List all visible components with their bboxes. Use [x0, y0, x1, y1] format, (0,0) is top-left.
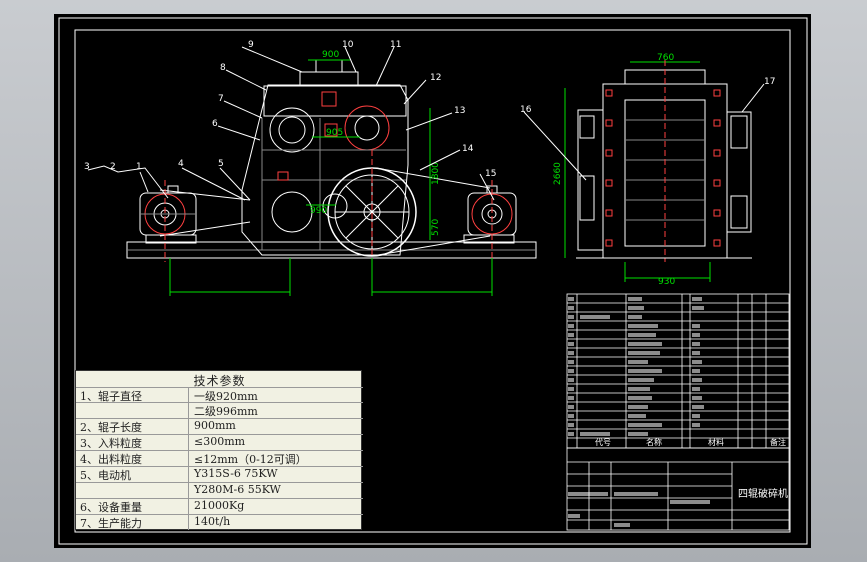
dim-900: 900	[322, 50, 339, 60]
param-value: 一级920mm	[194, 390, 258, 403]
balloon-11: 11	[390, 40, 401, 50]
param-row: 3、入料粒度 ≤300mm	[76, 434, 363, 450]
inner-border	[74, 29, 791, 533]
param-label: 7、生产能力	[80, 517, 142, 530]
param-row: 5、电动机 Y315S-6 75KW	[76, 466, 363, 482]
dimension-labels: 900 905 990 760 930 1800 570 2660	[310, 50, 675, 287]
balloon-17: 17	[764, 77, 775, 87]
technical-parameters-table: 技术参数 1、辊子直径 一级920mm 二级996mm 2、辊子长度 900mm…	[75, 370, 363, 530]
param-row: 2、辊子长度 900mm	[76, 418, 363, 434]
balloon-15: 15	[485, 169, 496, 179]
param-label: 3、入料粒度	[80, 437, 142, 450]
param-value: 140t/h	[194, 515, 231, 528]
dimension-lines	[169, 59, 711, 296]
side-view	[576, 60, 752, 262]
param-row: 4、出料粒度 ≤12mm（0-12可调）	[76, 450, 363, 466]
balloon-8: 8	[220, 63, 226, 73]
dim-1800: 1800	[431, 162, 441, 185]
param-row: 6、设备重量 21000Kg	[76, 498, 363, 514]
balloon-9: 9	[248, 40, 254, 50]
param-row: 1、辊子直径 一级920mm	[76, 387, 363, 403]
balloon-12: 12	[430, 73, 441, 83]
param-label: 6、设备重量	[80, 501, 142, 514]
params-divider	[188, 387, 189, 530]
balloon-16: 16	[520, 105, 532, 115]
balloon-1: 1	[136, 162, 142, 172]
balloon-leaders	[87, 46, 765, 201]
param-label: 4、出料粒度	[80, 453, 142, 466]
param-label: 5、电动机	[80, 469, 131, 482]
balloon-numbers: 1 2 3 4 5 6 7 8 9 10 11 12 13 14 15 16 1…	[84, 40, 775, 179]
balloon-4: 4	[178, 159, 184, 169]
parts-list	[566, 293, 790, 531]
outer-border	[58, 17, 808, 545]
balloon-3: 3	[84, 162, 90, 172]
dim-2660: 2660	[553, 162, 563, 185]
param-value: ≤300mm	[194, 435, 246, 448]
dim-905: 905	[326, 128, 343, 138]
balloon-13: 13	[454, 106, 465, 116]
param-value: 二级996mm	[194, 405, 258, 418]
front-view	[126, 59, 537, 262]
title-block-labels: 代号 名称 材料 备注 四辊破碎机	[595, 437, 788, 500]
param-value: 21000Kg	[194, 499, 245, 512]
param-row: Y280M-6 55KW	[76, 482, 363, 497]
dim-990: 990	[310, 206, 327, 216]
parts-list-cell-marks	[568, 297, 710, 527]
dim-570: 570	[431, 219, 441, 236]
param-label: 1、辊子直径	[80, 390, 142, 403]
dim-760: 760	[657, 53, 674, 63]
dim-930: 930	[658, 277, 675, 287]
balloon-7: 7	[218, 94, 224, 104]
balloon-6: 6	[212, 119, 218, 129]
param-row: 7、生产能力 140t/h	[76, 514, 363, 530]
balloon-14: 14	[462, 144, 474, 154]
param-value: ≤12mm（0-12可调）	[194, 453, 307, 466]
balloon-10: 10	[342, 40, 354, 50]
col-remark-header: 备注	[770, 437, 786, 447]
param-label: 2、辊子长度	[80, 421, 142, 434]
balloon-2: 2	[110, 162, 116, 172]
col-name-header: 名称	[646, 437, 662, 447]
param-value: Y315S-6 75KW	[194, 467, 278, 480]
param-value: Y280M-6 55KW	[194, 483, 281, 496]
param-value: 900mm	[194, 419, 236, 432]
col-material-header: 材料	[708, 437, 724, 447]
params-title: 技术参数	[193, 374, 246, 388]
drawing-title: 四辊破碎机	[738, 487, 788, 500]
col-code-header: 代号	[595, 437, 611, 447]
param-row: 二级996mm	[76, 402, 363, 418]
balloon-5: 5	[218, 159, 224, 169]
